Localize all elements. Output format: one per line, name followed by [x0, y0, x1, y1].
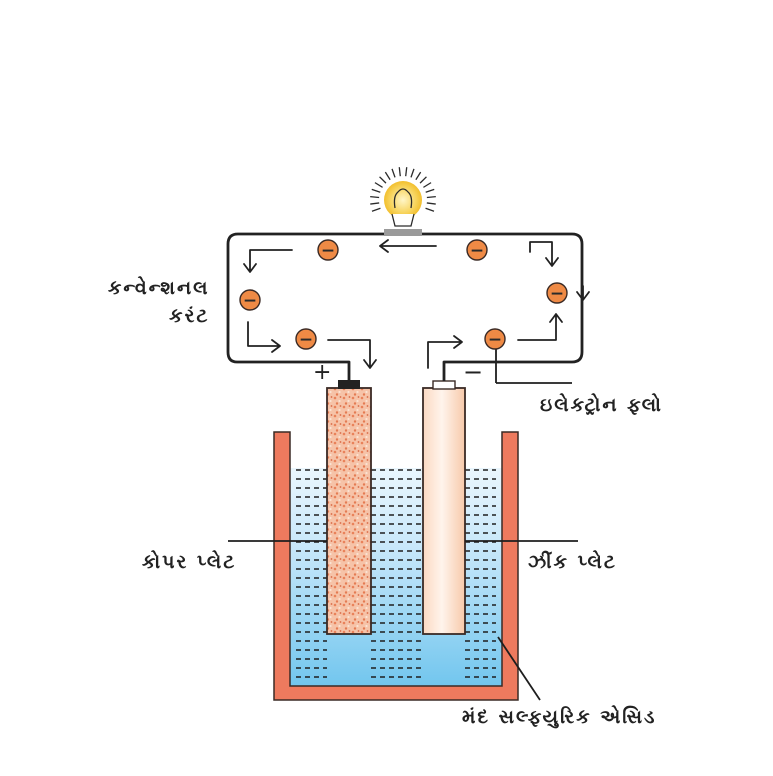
bulb-glow-ray — [370, 202, 380, 205]
bulb-glow-ray — [371, 188, 381, 193]
zinc-plate — [422, 380, 466, 635]
arrow-top-left — [379, 239, 437, 253]
bulb-glow-ray — [379, 176, 387, 184]
negative-terminal-sign: − — [463, 358, 484, 386]
conventional-current-label: કન્વેન્શનલ કરંટ — [108, 274, 209, 330]
acid-pointer-line — [497, 636, 541, 701]
electron-sign: − — [488, 330, 502, 350]
arrow-into-copper — [327, 339, 377, 369]
copper-plate-label: કોપર પ્લેટ — [142, 551, 237, 573]
conventional-current-line1: કન્વેન્શનલ — [108, 277, 210, 299]
acid-vessel — [273, 431, 519, 701]
arrow-right-lower — [517, 313, 563, 341]
bulb-glow-ray — [384, 171, 391, 181]
bulb-glow-ray — [374, 182, 383, 188]
bulb-glow-ray — [425, 207, 435, 212]
electron-sign: − — [470, 241, 484, 261]
current-arrows — [243, 239, 590, 369]
electron: − — [546, 282, 568, 304]
electron: − — [317, 239, 339, 261]
arrow-right-upper — [529, 241, 559, 267]
bulb-glow-ray — [371, 207, 381, 212]
electron: − — [295, 328, 317, 350]
positive-terminal-sign: + — [313, 360, 332, 385]
dilute-sulphuric-acid-label: મંદ સલ્ફ્યુરિક એસિડ — [462, 706, 657, 728]
electrons: − − − − − − — [239, 239, 568, 350]
conventional-current-line2: કરંટ — [169, 305, 210, 327]
arrow-left-lower — [247, 321, 281, 353]
bulb-glow-ray — [426, 195, 436, 199]
arrow-out-of-zinc — [427, 335, 463, 369]
electron: − — [466, 239, 488, 261]
electron-sign: − — [243, 291, 257, 311]
circuit-wire — [226, 232, 584, 381]
copper-plate — [326, 380, 372, 635]
bulb-glow-ray — [423, 182, 432, 188]
bulb-glow-ray — [426, 202, 436, 205]
electron: − — [484, 328, 506, 350]
bulb-glow-ray — [419, 176, 427, 184]
bulb-glow-ray — [425, 188, 435, 193]
bulb-glow-ray — [415, 171, 422, 181]
electron-sign: − — [299, 330, 313, 350]
zinc-plate-label: ઝીંક પ્લેટ — [528, 551, 617, 573]
electron-sign: − — [550, 284, 564, 304]
arrow-top-left-corner — [243, 249, 293, 273]
electron-sign: − — [321, 241, 335, 261]
electron: − — [239, 289, 261, 311]
bulb-glow-ray — [405, 167, 408, 177]
arrow-right-side — [576, 285, 590, 301]
electron-flow-label: ઇલેક્ટ્રોન ફ્લો — [540, 394, 663, 416]
bulb-glow-ray — [391, 168, 396, 178]
bulb-glow-ray — [370, 195, 380, 199]
bulb-glow-ray — [398, 167, 401, 177]
light-bulb — [370, 167, 436, 236]
bulb-glow-ray — [410, 168, 415, 178]
